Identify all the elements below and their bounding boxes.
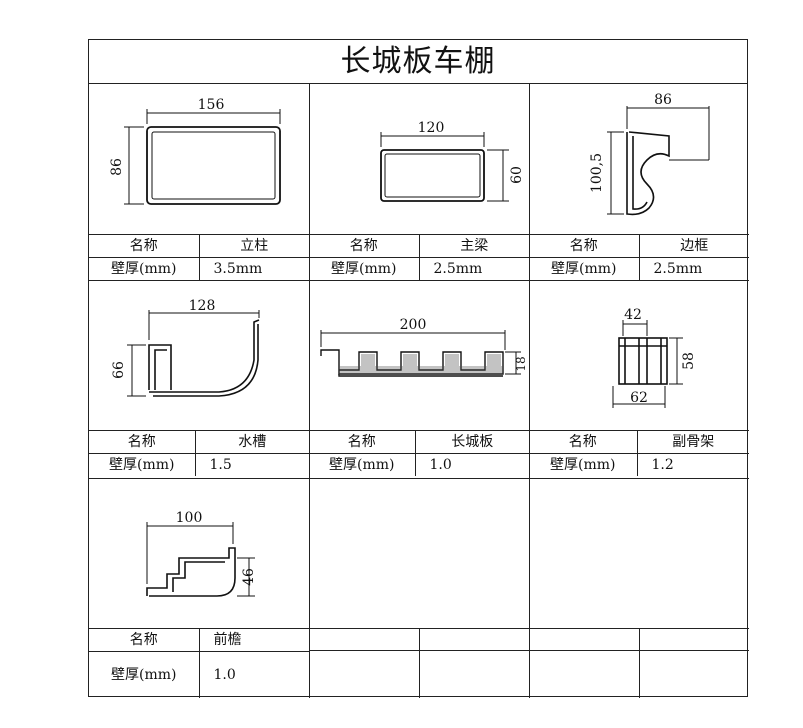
profile-drawing-edge-frame: 86 100,5 — [529, 84, 749, 234]
dim-height: 46 — [241, 568, 257, 586]
part-cell-column: 156 86 名称 立柱 壁厚(mm) 3.5mm — [89, 84, 309, 280]
name-label: 名称 — [89, 628, 199, 652]
grid-divider — [309, 84, 310, 698]
thickness-label: 壁厚(mm) — [529, 257, 639, 280]
name-label: 名称 — [89, 234, 199, 258]
dim-height: 58 — [681, 352, 697, 370]
dim-width: 100 — [176, 510, 203, 526]
part-info-table: 名称 前檐 壁厚(mm) 1.0 — [89, 628, 309, 698]
part-info-table: 名称 水槽 壁厚(mm) 1.5 — [89, 430, 309, 476]
grid-divider — [89, 478, 749, 479]
dim-width: 42 — [624, 307, 642, 323]
part-thickness: 3.5mm — [198, 257, 309, 280]
part-info-table: 名称 边框 壁厚(mm) 2.5mm — [529, 234, 749, 280]
dim-width: 128 — [189, 298, 216, 314]
part-info-table: 名称 主梁 壁厚(mm) 2.5mm — [309, 234, 529, 280]
part-cell-front-eave: 100 46 名称 前檐 壁厚(mm) 1.0 — [89, 478, 309, 698]
part-info-table: 名称 长城板 壁厚(mm) 1.0 — [309, 430, 529, 476]
thickness-label: 壁厚(mm) — [529, 453, 637, 476]
dim-height: 18 — [514, 356, 528, 371]
name-label: 名称 — [89, 430, 195, 454]
thickness-label: 壁厚(mm) — [89, 651, 199, 698]
dim-width: 156 — [198, 97, 225, 113]
empty-part-cell — [529, 478, 749, 698]
name-label: 名称 — [309, 234, 419, 258]
thickness-label: 壁厚(mm) — [89, 453, 195, 476]
dim-width: 86 — [654, 92, 672, 108]
dim-height: 86 — [109, 158, 125, 176]
profile-drawing-great-wall-panel: 200 18 — [309, 280, 529, 430]
part-cell-main-beam: 120 60 名称 主梁 壁厚(mm) 2.5mm — [309, 84, 529, 280]
profile-drawing-front-eave: 100 46 — [89, 478, 309, 628]
thickness-label: 壁厚(mm) — [309, 257, 419, 280]
part-cell-great-wall-panel: 200 18 名称 长城板 壁厚(mm) 1.0 — [309, 280, 529, 478]
thickness-label: 壁厚(mm) — [309, 453, 415, 476]
dim-height: 100,5 — [589, 153, 605, 193]
grid-divider — [529, 84, 530, 698]
dim-height: 60 — [509, 166, 525, 184]
part-name: 水槽 — [194, 430, 309, 454]
empty-part-cell — [309, 478, 529, 698]
profile-drawing-column: 156 86 — [89, 84, 309, 234]
part-thickness: 1.5 — [194, 453, 309, 476]
name-label: 名称 — [309, 430, 415, 454]
part-name: 副骨架 — [636, 430, 749, 454]
part-info-table: 名称 副骨架 壁厚(mm) 1.2 — [529, 430, 749, 476]
part-thickness: 1.0 — [198, 651, 309, 698]
dim-width: 120 — [418, 120, 445, 136]
dim-height: 66 — [111, 361, 127, 379]
sheet-title: 长城板车棚 — [89, 40, 747, 84]
spec-sheet: 长城板车棚 156 86 名称 立柱 — [88, 39, 749, 698]
name-label: 名称 — [529, 430, 637, 454]
grid-divider — [89, 280, 749, 281]
part-thickness: 2.5mm — [638, 257, 749, 280]
part-name: 立柱 — [198, 234, 309, 258]
dim-base-width: 62 — [630, 390, 648, 406]
part-thickness: 1.2 — [636, 453, 749, 476]
part-thickness: 1.0 — [414, 453, 529, 476]
profile-drawing-sub-frame: 42 58 62 — [529, 280, 749, 430]
part-info-table: 名称 立柱 壁厚(mm) 3.5mm — [89, 234, 309, 280]
name-label: 名称 — [529, 234, 639, 258]
part-thickness: 2.5mm — [418, 257, 529, 280]
part-name: 边框 — [638, 234, 749, 258]
part-cell-edge-frame: 86 100,5 名称 边框 壁厚(mm) 2.5mm — [529, 84, 749, 280]
part-name: 主梁 — [418, 234, 529, 258]
profile-drawing-main-beam: 120 60 — [309, 84, 529, 234]
profile-drawing-gutter: 128 66 — [89, 280, 309, 430]
part-cell-gutter: 128 66 名称 水槽 壁厚(mm) 1.5 — [89, 280, 309, 478]
part-cell-sub-frame: 42 58 62 名称 副骨架 壁厚(mm) 1.2 — [529, 280, 749, 478]
dim-width: 200 — [400, 317, 427, 333]
part-name: 长城板 — [414, 430, 529, 454]
thickness-label: 壁厚(mm) — [89, 257, 199, 280]
part-name: 前檐 — [198, 628, 309, 652]
